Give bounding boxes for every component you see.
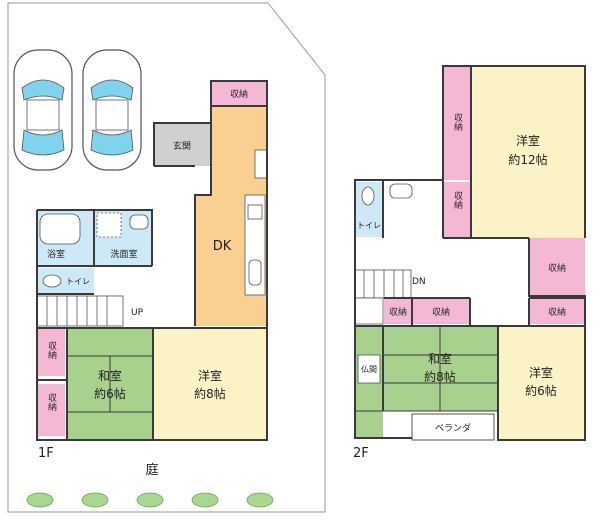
washitsu-2f-name: 和室 — [428, 351, 452, 366]
youshitsu6-2f-size: 約6帖 — [525, 383, 557, 398]
youshitsu12-2f-size: 約12帖 — [508, 152, 547, 167]
washitsu-2f-size: 約8帖 — [424, 369, 456, 384]
washroom-label: 洗面室 — [110, 248, 137, 260]
lot-boundary — [7, 2, 326, 513]
garden-label: 庭 — [145, 462, 158, 478]
storage-2f-mid-3-label: 収納 — [548, 306, 566, 318]
washitsu-1f-name: 和室 — [98, 368, 122, 383]
stairs-1f — [36, 295, 124, 327]
storage-2f-tall — [443, 66, 471, 180]
bath-label: 浴室 — [47, 248, 65, 260]
storage-left-1f-2-label: 収納 — [46, 392, 57, 412]
storage-left-1f-1-label: 収納 — [46, 340, 57, 360]
walls-2f — [354, 65, 586, 441]
storage-top-1f — [211, 81, 267, 106]
storage-2f-mid-3 — [529, 298, 585, 324]
floor2-label: 2F — [353, 446, 369, 461]
youshitsu12-2f — [471, 66, 585, 238]
washitsu-1f-size: 約6帖 — [94, 386, 126, 401]
stairs-2f — [354, 269, 412, 325]
youshitsu-1f-name: 洋室 — [198, 368, 222, 383]
veranda — [411, 413, 495, 441]
storage-2f-small-label: 収納 — [452, 190, 463, 210]
storage-2f-mid-1 — [384, 298, 412, 324]
toilet-bowl-1f — [42, 274, 62, 288]
storage-2f-tall-label: 収納 — [452, 112, 463, 132]
butsuma-box — [357, 354, 381, 384]
tatami-lines-2f — [355, 326, 498, 412]
storage-left-1f-1 — [37, 328, 65, 376]
tatami-lines-1f — [67, 355, 153, 413]
storage-2f-right-label: 収納 — [548, 262, 566, 274]
kitchen-fixtures — [244, 149, 268, 296]
toilet-2f-label: トイレ — [357, 221, 381, 230]
youshitsu-1f-size: 約8帖 — [194, 386, 226, 401]
storage-2f-mid-1-label: 収納 — [389, 306, 407, 318]
storage-2f-right — [529, 238, 585, 296]
youshitsu-1f — [153, 328, 268, 440]
floor1-label: 1F — [38, 446, 54, 461]
floor1: 収納 玄関 DK 浴室 洗面室 トイレ UP 収納 収納 和室 約6帖 洋室 約… — [7, 2, 326, 513]
storage-top-1f-label: 収納 — [230, 88, 248, 100]
floor2: 収納 収納 洋室 約12帖 トイレ 収納 DN 収納 収納 収納 仏間 和室 約… — [353, 65, 586, 461]
shrubs — [26, 492, 274, 508]
washer-1f — [96, 212, 122, 238]
youshitsu6-2f — [498, 326, 585, 440]
entrance-label: 玄関 — [173, 140, 191, 152]
car-2 — [82, 49, 142, 171]
sink-2f — [389, 183, 413, 199]
bathtub-1f — [39, 213, 81, 245]
stair-up-label: UP — [131, 308, 144, 318]
stair-dn-label: DN — [412, 277, 426, 287]
butsuma-label: 仏間 — [361, 365, 377, 374]
storage-left-1f-2 — [37, 384, 65, 436]
toilet-1f-label: トイレ — [66, 277, 90, 286]
storage-2f-mid-2-label: 収納 — [432, 306, 450, 318]
veranda-label: ベランダ — [435, 422, 471, 434]
car-1 — [13, 49, 73, 171]
dk-label: DK — [213, 239, 232, 254]
youshitsu12-2f-name: 洋室 — [516, 133, 540, 148]
storage-2f-small — [443, 182, 471, 238]
sink-1f — [129, 214, 149, 230]
toilet-bowl-2f — [361, 186, 375, 206]
youshitsu6-2f-name: 洋室 — [529, 365, 553, 380]
entrance — [154, 123, 210, 166]
storage-2f-mid-2 — [412, 298, 470, 324]
walls-1f — [36, 80, 268, 441]
